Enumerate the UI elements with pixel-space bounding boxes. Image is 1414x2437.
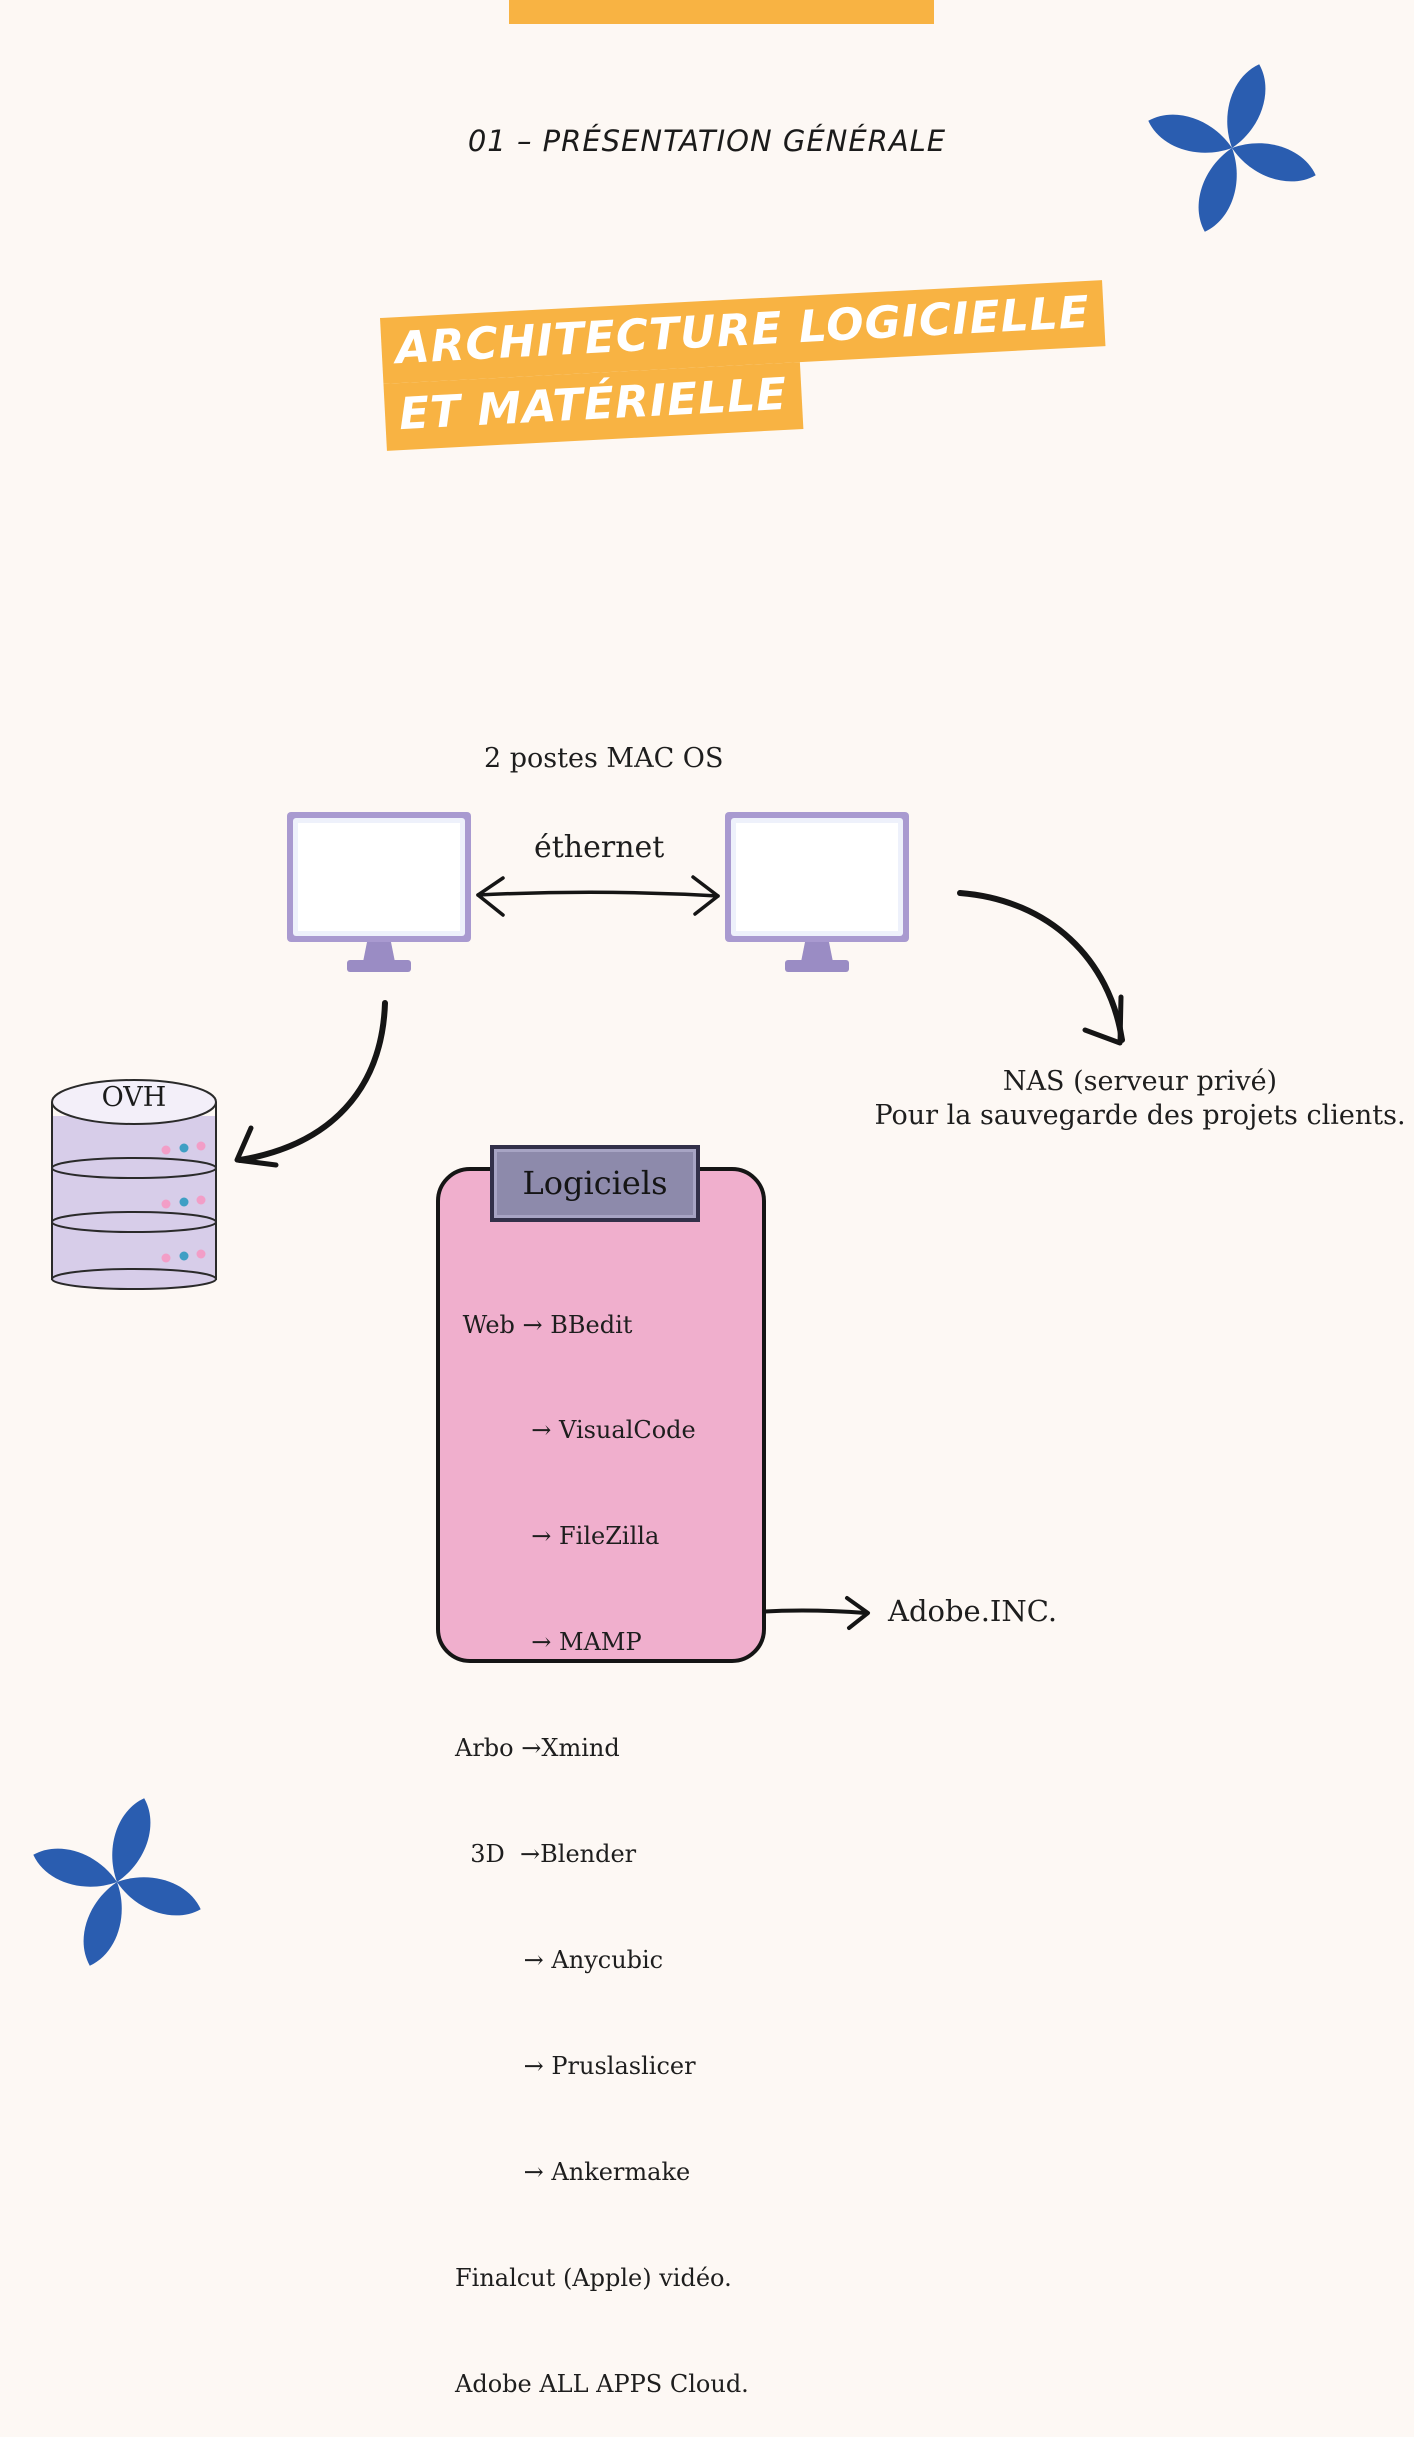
list-item: → Pruslaslicer bbox=[455, 2051, 696, 2080]
nas-line-1: NAS (serveur privé) bbox=[1002, 1066, 1278, 1097]
ethernet-label: éthernet bbox=[534, 830, 665, 865]
top-accent-bar bbox=[509, 0, 934, 24]
diagram-graphics bbox=[6, 37, 1343, 1993]
database-icon bbox=[51, 1079, 217, 1290]
list-item: 3D →Blender bbox=[455, 1840, 637, 1869]
workstations-caption: 2 postes MAC OS bbox=[484, 743, 724, 774]
list-item: Arbo →Xmind bbox=[455, 1734, 620, 1763]
monitor-icon bbox=[287, 812, 471, 972]
list-item: → Anycubic bbox=[455, 1945, 664, 1974]
software-title: Logiciels bbox=[490, 1145, 700, 1222]
curved-arrow-icon bbox=[234, 1000, 388, 1168]
flower-icon bbox=[1121, 37, 1343, 259]
software-box bbox=[436, 1167, 766, 1663]
list-item: Finalcut (Apple) vidéo. bbox=[455, 2263, 732, 2292]
adobe-label: Adobe.INC. bbox=[888, 1594, 1058, 1628]
list-item: → Ankermake bbox=[455, 2157, 691, 2186]
nas-caption: NAS (serveur privé) Pour la sauvegarde d… bbox=[870, 1065, 1410, 1133]
section-title: 01 – PRÉSENTATION GÉNÉRALE bbox=[467, 124, 947, 158]
list-item: → MAMP bbox=[455, 1628, 642, 1657]
monitor-icon bbox=[725, 812, 909, 972]
list-item: Web → BBedit bbox=[455, 1310, 633, 1339]
list-item: → FileZilla bbox=[455, 1522, 660, 1551]
software-list: Web → BBedit → VisualCode → FileZilla → … bbox=[455, 1237, 749, 2437]
list-item: → VisualCode bbox=[455, 1416, 696, 1445]
nas-line-2: Pour la sauvegarde des projets clients. bbox=[874, 1099, 1406, 1131]
curved-arrow-icon bbox=[957, 890, 1125, 1046]
list-item: Adobe ALL APPS Cloud. bbox=[455, 2369, 749, 2398]
flower-icon bbox=[6, 1771, 228, 1993]
server-label: OVH bbox=[101, 1082, 167, 1113]
double-arrow-icon bbox=[476, 875, 720, 917]
